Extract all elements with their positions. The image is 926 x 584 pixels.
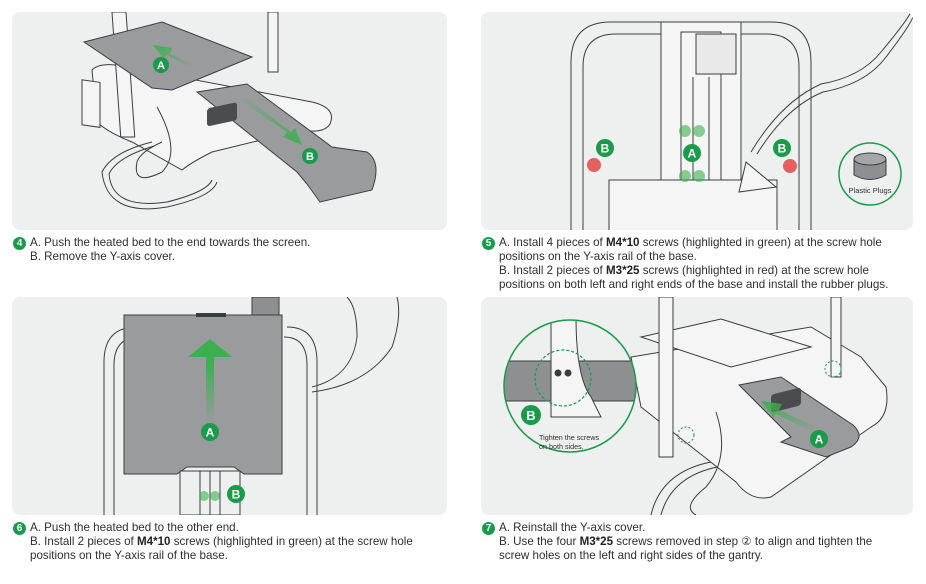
svg-text:Plastic Plugs: Plastic Plugs bbox=[849, 186, 892, 195]
svg-text:B: B bbox=[306, 151, 314, 163]
svg-text:A: A bbox=[688, 147, 697, 161]
svg-text:A: A bbox=[815, 433, 824, 447]
heated-bed bbox=[123, 314, 283, 475]
step-6-caption: 6 A. Push the heated bed to the other en… bbox=[13, 521, 453, 563]
printer-base-topview-diagram: A B B Plastic Plugs bbox=[570, 12, 913, 230]
green-screw-markers bbox=[679, 125, 705, 182]
label-a-badge: A bbox=[810, 430, 828, 448]
label-a-badge: A bbox=[201, 423, 219, 441]
caption-line: positions on the Y-axis rail of the base… bbox=[30, 549, 228, 562]
label-b-right-badge: B bbox=[773, 139, 791, 157]
label-b-left-badge: B bbox=[596, 139, 614, 157]
svg-text:B: B bbox=[526, 408, 535, 423]
svg-text:on both sides.: on both sides. bbox=[539, 442, 584, 451]
step-4-illustration: A B bbox=[12, 12, 447, 230]
plastic-plugs-callout: Plastic Plugs bbox=[838, 142, 902, 206]
step-5-illustration: A B B Plastic Plugs bbox=[481, 12, 913, 230]
label-a-badge: A bbox=[153, 57, 169, 73]
arrow-a-icon bbox=[188, 339, 232, 422]
caption-line: A. Install 4 pieces of M4*10 screws (hig… bbox=[499, 236, 882, 249]
svg-text:Tighten the screws: Tighten the screws bbox=[539, 433, 599, 442]
heated-bed bbox=[82, 21, 254, 91]
step-number-badge: 4 bbox=[13, 237, 26, 250]
caption-line: A. Push the heated bed to the end toward… bbox=[30, 236, 311, 249]
step-number-badge: 6 bbox=[13, 522, 26, 535]
step-6-illustration: A B bbox=[12, 297, 447, 515]
caption-line: A. Push the heated bed to the other end. bbox=[30, 521, 239, 534]
step-number-badge: 5 bbox=[482, 237, 495, 250]
printer-bed-push-diagram: A B bbox=[81, 12, 377, 210]
caption-line: positions on the Y-axis rail of the base… bbox=[499, 250, 697, 263]
svg-text:A: A bbox=[157, 60, 165, 72]
step-7-illustration: A B Tighten the screws on both sides. bbox=[481, 297, 913, 515]
caption-line: A. Reinstall the Y-axis cover. bbox=[499, 521, 646, 534]
caption-line: B. Install 2 pieces of M4*10 screws (hig… bbox=[30, 535, 413, 548]
y-axis-cover bbox=[195, 83, 377, 203]
red-screw-right bbox=[783, 159, 797, 173]
step-7-caption: 7 A. Reinstall the Y-axis cover. B. Use … bbox=[482, 521, 922, 563]
step-5-caption: 5 A. Install 4 pieces of M4*10 screws (h… bbox=[482, 236, 922, 292]
arrow-b-icon bbox=[240, 96, 302, 145]
arrow-a-icon bbox=[153, 45, 192, 67]
svg-text:A: A bbox=[206, 426, 215, 440]
red-screw-left bbox=[587, 158, 601, 172]
label-b-badge: B bbox=[227, 485, 245, 503]
step-number-badge: 7 bbox=[482, 522, 495, 535]
y-axis-cover bbox=[737, 376, 860, 458]
caption-line: B. Install 2 pieces of M3*25 screws (hig… bbox=[499, 264, 869, 277]
label-b-badge: B bbox=[302, 148, 318, 164]
caption-line: B. Remove the Y-axis cover. bbox=[30, 250, 175, 263]
step-4-caption: 4 A. Push the heated bed to the end towa… bbox=[13, 236, 453, 264]
svg-text:B: B bbox=[601, 142, 610, 156]
printer-bed-topview-diagram: A B bbox=[103, 297, 400, 515]
caption-line: positions on both left and right ends of… bbox=[499, 278, 889, 291]
svg-text:B: B bbox=[778, 142, 787, 156]
arrow-a-icon bbox=[761, 401, 816, 432]
svg-text:B: B bbox=[232, 488, 241, 502]
printer-cover-reinstall-diagram: A B Tighten the screws on both sides. bbox=[503, 297, 888, 515]
label-a-badge: A bbox=[683, 144, 701, 162]
caption-line: screw holes on the left and right sides … bbox=[499, 549, 764, 562]
caption-line: B. Use the four M3*25 screws removed in … bbox=[499, 535, 873, 548]
gantry-screw-callout: B Tighten the screws on both sides. bbox=[503, 319, 637, 453]
